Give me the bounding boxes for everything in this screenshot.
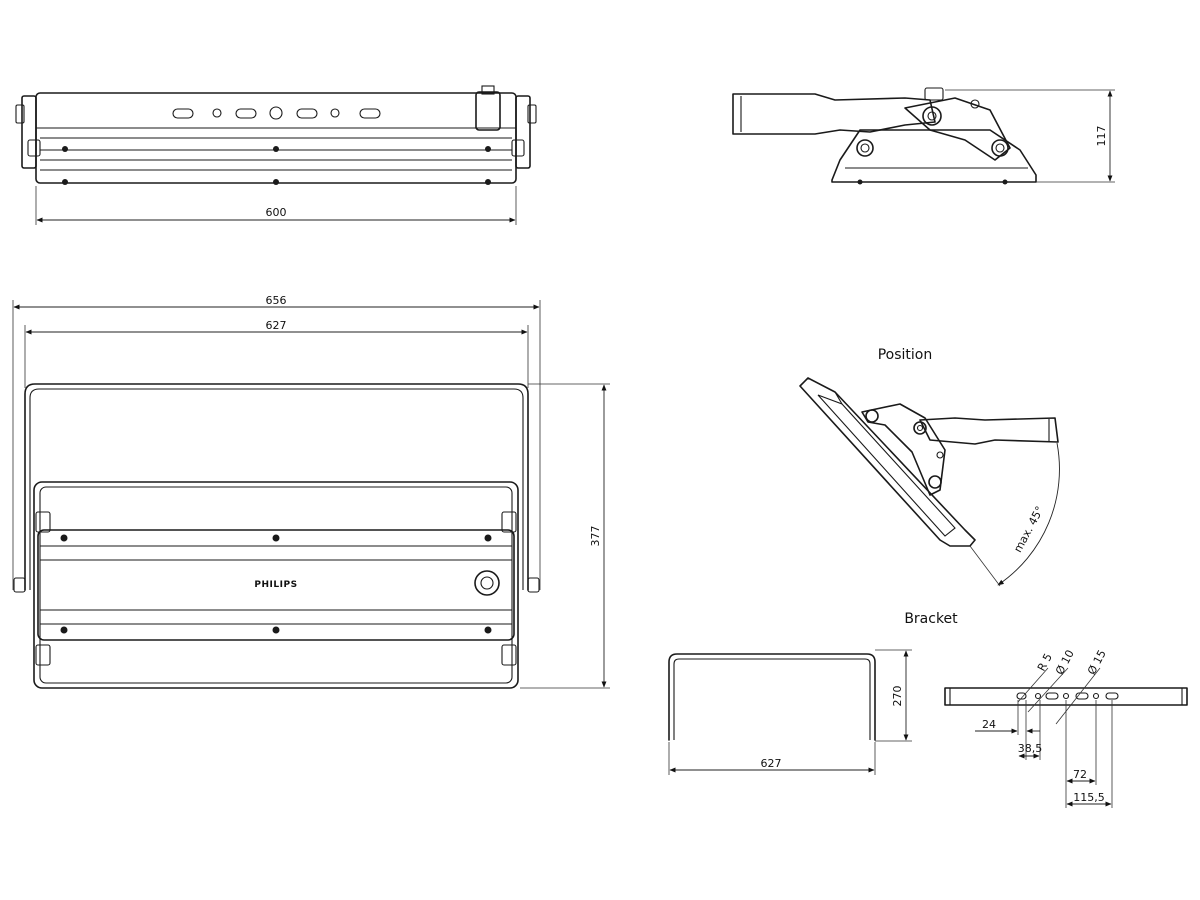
dim-72: 72 [1073, 768, 1087, 781]
radius-label: R 5 [1035, 651, 1055, 673]
brand-logo: PHILIPS [254, 580, 297, 590]
max-angle-label: max. 45° [1011, 504, 1046, 555]
position-view: Position max. 45° [799, 347, 1060, 587]
dim-bracket-depth: 270 [891, 686, 904, 707]
position-title: Position [878, 347, 933, 363]
dim-top-width: 600 [266, 206, 287, 219]
dim-front-height: 377 [589, 526, 602, 547]
dim-side-height: 117 [1095, 126, 1108, 147]
side-view: 117 [732, 87, 1115, 185]
hole-small-label: Ø 10 [1053, 648, 1077, 677]
dim-bracket-length: 627 [761, 757, 782, 770]
dim-overall-width: 656 [266, 294, 287, 307]
dim-24: 24 [982, 718, 996, 731]
bracket-hole-detail: R 5 Ø 10 Ø 15 24 38,5 72 115,5 [944, 648, 1188, 808]
bracket-view: Bracket 270 627 [668, 611, 958, 775]
top-view: 600 [15, 85, 537, 225]
dim-38-5: 38,5 [1018, 742, 1043, 755]
dim-bracket-width: 627 [266, 319, 287, 332]
bracket-title: Bracket [904, 611, 958, 627]
dim-115-5: 115,5 [1073, 791, 1105, 804]
front-view: 656 627 PHILIPS [12, 294, 610, 689]
hole-large-label: Ø 15 [1085, 648, 1109, 677]
